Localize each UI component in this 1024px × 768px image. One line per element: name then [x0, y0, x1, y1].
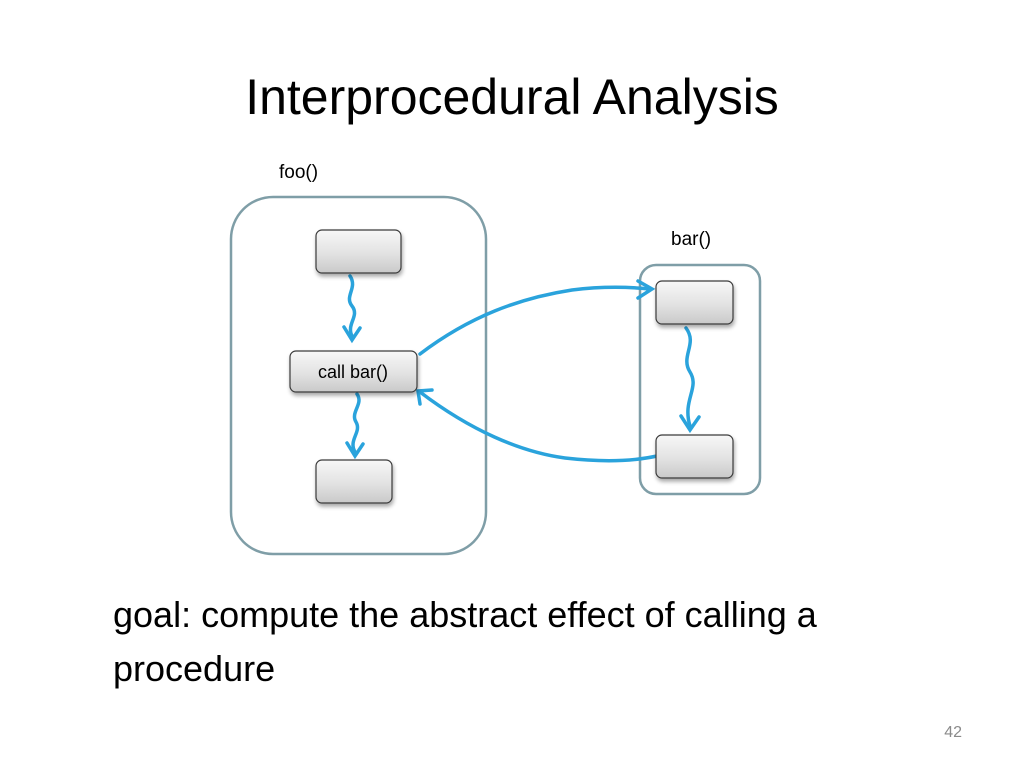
foo-edge-2: [345, 392, 365, 460]
page-number: 42: [944, 724, 962, 741]
bar-label: bar(): [671, 229, 711, 250]
bar-edge-1: [679, 326, 701, 434]
foo-node-entry: [315, 229, 402, 274]
bar-procedure-box: [638, 263, 762, 496]
foo-label: foo(): [279, 162, 318, 183]
foo-node-call-bar: call bar(): [289, 350, 418, 393]
slide-title: Interprocedural Analysis: [245, 69, 779, 125]
call-bar-label: call bar(): [318, 362, 388, 382]
foo-edge-1: [342, 274, 362, 344]
bar-node-entry: [655, 280, 734, 325]
foo-node-exit: [315, 459, 393, 504]
bar-node-exit: [655, 434, 734, 479]
call-edge: [418, 279, 656, 356]
foo-procedure-box: [229, 195, 488, 556]
return-edge: [415, 388, 659, 463]
goal-text: goal: compute the abstract effect of cal…: [113, 594, 817, 689]
